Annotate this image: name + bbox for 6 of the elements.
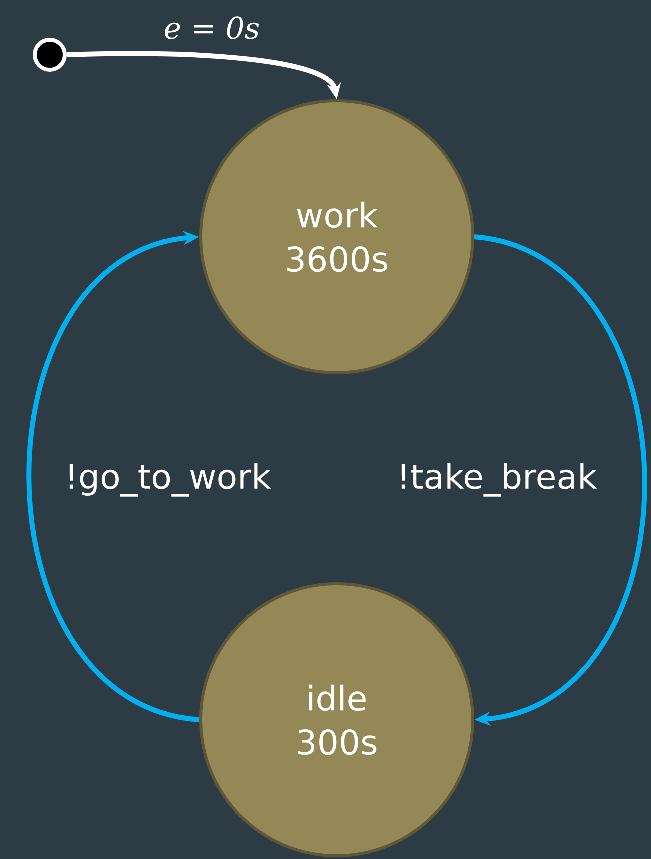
edge-label: !go_to_work [62,461,274,499]
initial-state-dot [33,38,67,72]
edge-label: e = 0s [162,14,262,42]
arrow [474,234,648,726]
edge-label: !take_break [394,461,600,499]
arrow [26,231,200,722]
